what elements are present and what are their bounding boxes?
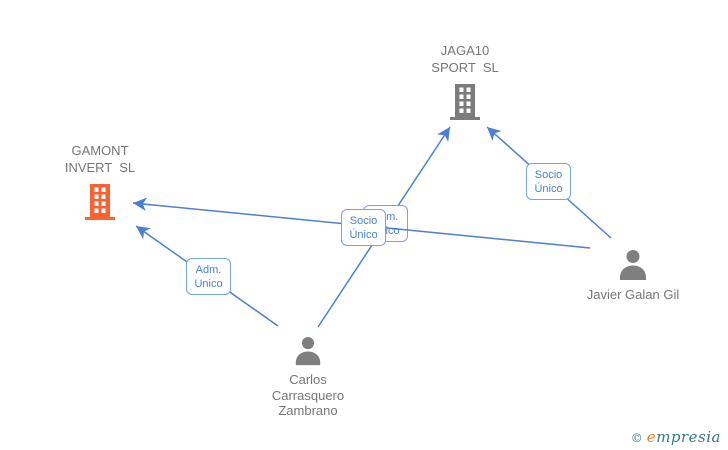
empresia-logo[interactable]: © empresia [631,428,721,446]
company-name-gamont: GAMONT INVERT SL [64,143,136,175]
empresia-e-glyph: e [646,428,657,446]
edge-label-javier-jaga10: Socio Único [526,163,571,200]
empresia-rest: mpresia [656,428,721,446]
edge-label-javier-gamont: Socio Único [341,209,386,246]
edge-label-carlos-gamont: Adm. Unico [186,258,231,295]
node-gamont-invert-sl[interactable]: GAMONT INVERT SL [30,142,170,220]
node-javier-galan-gil[interactable]: Javier Galan Gil [553,249,713,303]
person-name-javier: Javier Galan Gil [586,287,680,302]
building-icon [450,84,480,120]
person-icon [617,249,649,281]
copyright-symbol: © [630,431,643,445]
person-icon [293,336,323,366]
person-name-carlos: Carlos Carrasquero Zambrano [271,372,345,418]
company-name-jaga10: JAGA10 SPORT SL [431,43,499,75]
building-icon [85,184,115,220]
node-carlos-carrasquero-zambrano[interactable]: Carlos Carrasquero Zambrano [238,336,378,419]
empresia-wordmark: empresia [647,428,721,446]
node-jaga10-sport-sl[interactable]: JAGA10 SPORT SL [395,42,535,120]
